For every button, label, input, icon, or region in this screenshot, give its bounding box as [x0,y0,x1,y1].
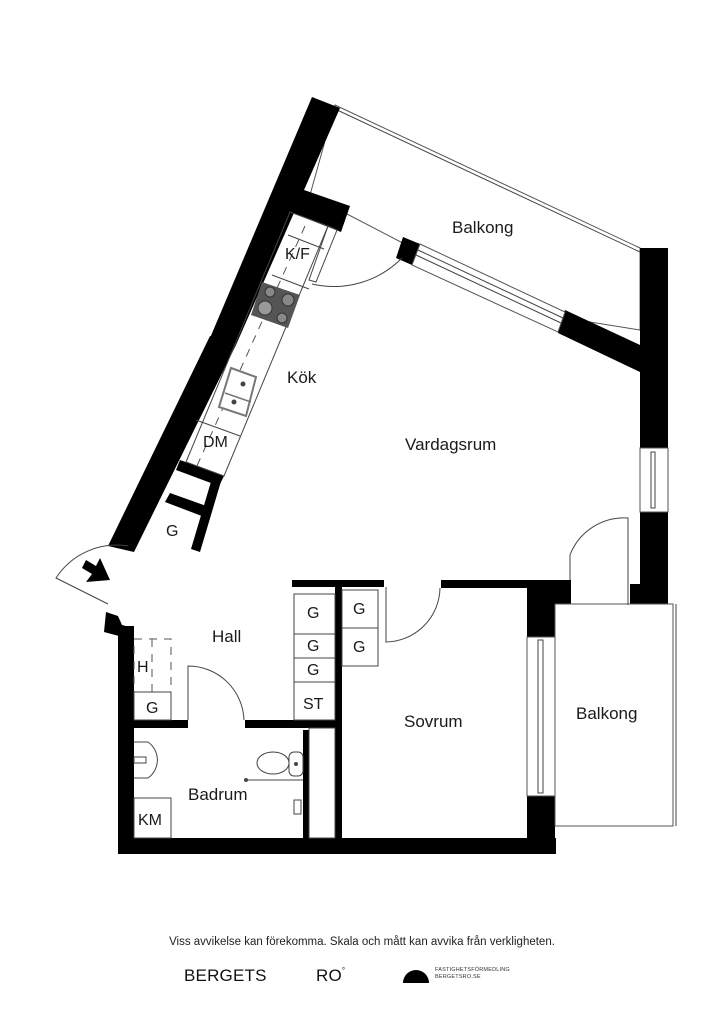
entrance-door-swing [55,544,129,605]
room-label-hall: Hall [212,627,241,646]
kitchen-counter [185,211,338,477]
window-bedroom [526,636,556,797]
fixture-label-g-closet-1: G [307,605,319,622]
bedroom-door-swing [385,587,441,643]
balcony-right-outline [554,603,677,827]
balcony-door-swing [311,257,403,287]
logo-line-2: BERGETSRO.SE [435,973,481,980]
brand-ro-text: RO [316,966,342,985]
room-label-sovrum: Sovrum [404,712,463,731]
disclaimer-text: Viss avvikelse kan förekomma. Skala och … [169,936,555,948]
bedroom-closets [341,589,379,667]
hall-closets [293,593,336,721]
shower-icon [244,778,303,815]
stove-icon [251,282,300,328]
brand-bergets: BERGETS [184,966,267,985]
exterior-walls [104,97,668,854]
washbasin-icon [133,741,158,779]
logo-text: FASTIGHETSFÖRMEDLING BERGETSRO.SE [435,967,510,981]
sink-icon [217,366,258,418]
agency-logo: FASTIGHETSFÖRMEDLING BERGETSRO.SE [403,964,510,983]
fixture-label-g-bedroom-2: G [353,639,365,656]
brand-ro: RO° [316,966,345,986]
toilet-icon [256,751,304,777]
room-label-balkong-right: Balkong [576,704,637,723]
room-label-badrum: Badrum [188,785,248,804]
dome-logo-icon [403,970,429,983]
floor-plan: Balkong Kök Vardagsrum Hall Badrum Sovru… [55,97,677,854]
fixture-label-dm: DM [203,434,228,451]
entrance-arrow-icon [82,558,110,582]
fixture-label-h: H [137,659,149,676]
shaft [308,727,336,839]
hall-storage [133,638,172,721]
fixture-label-km: KM [138,812,162,829]
right-balcony-door-swing [569,517,629,605]
fixture-label-st: ST [303,696,324,713]
fixture-label-g-closet-3: G [307,662,319,679]
fixture-label-kf: K/F [285,246,310,263]
bathroom-door-swing [187,665,245,721]
washing-machine-km [133,797,172,839]
room-label-vardagsrum: Vardagsrum [405,435,496,454]
brand-ro-mark: ° [341,966,346,975]
logo-line-1: FASTIGHETSFÖRMEDLING [435,966,510,973]
room-label-kok: Kök [287,368,317,387]
fixture-label-g-bedroom-1: G [353,601,365,618]
fixture-label-g-kitchen: G [166,523,178,540]
window-living-top [411,243,566,333]
fixture-label-g-hall: G [146,700,158,717]
fixture-label-g-closet-2: G [307,638,319,655]
window-living-right [639,447,669,513]
room-label-balkong-top: Balkong [452,218,513,237]
